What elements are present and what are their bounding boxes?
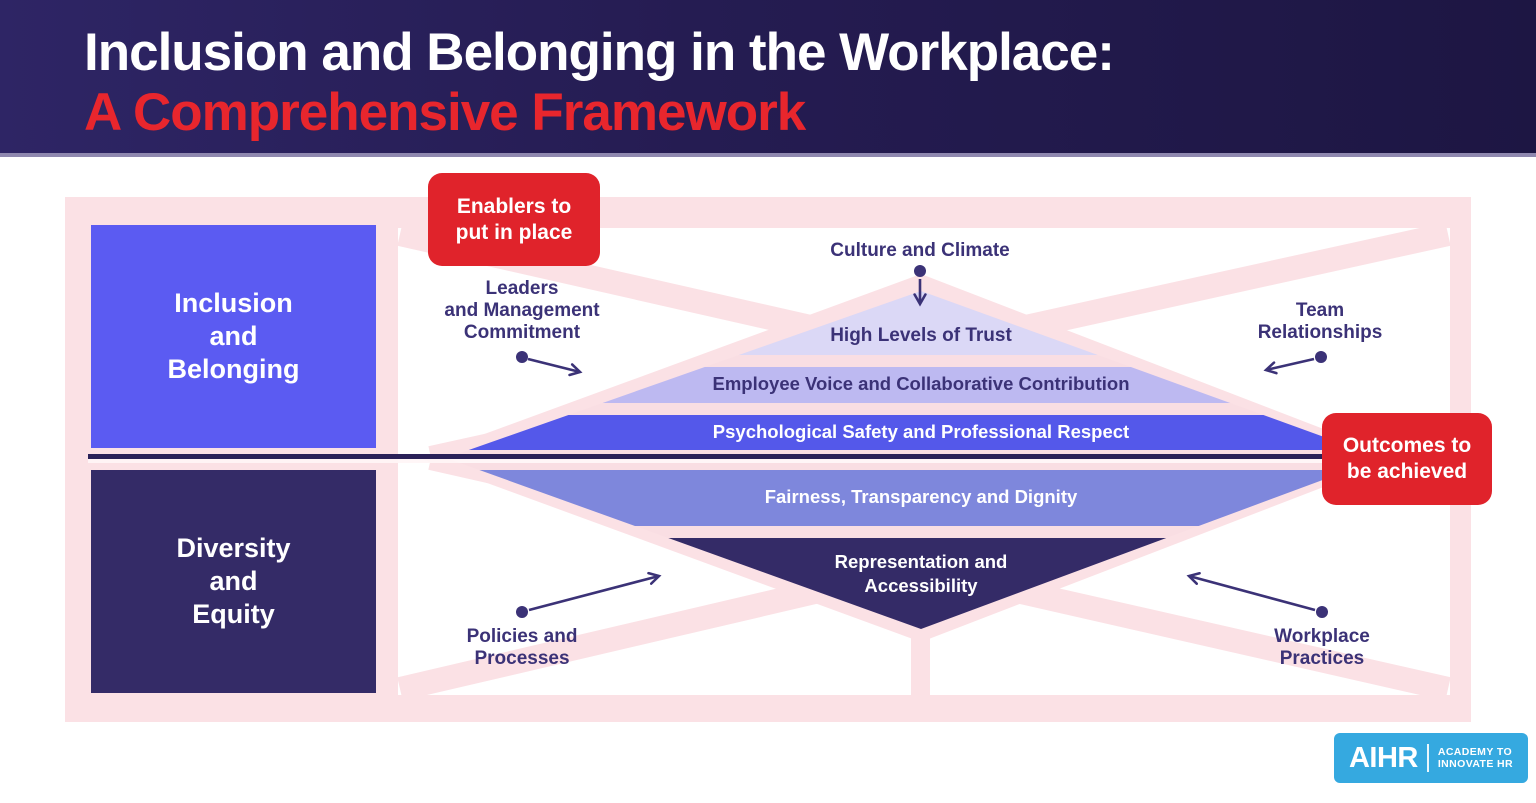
aihr-logo-tagline: ACADEMY TO INNOVATE HR [1438, 746, 1513, 770]
connectors [516, 265, 1328, 618]
diamond-band-safety [446, 415, 1382, 450]
policies-dot [516, 606, 528, 618]
workplace-arrow [1186, 571, 1316, 612]
policies-arrow [528, 571, 662, 612]
label-team-relationships: Team Relationships [1257, 300, 1383, 343]
aihr-logo-brand: AIHR [1348, 741, 1418, 774]
leaders-dot [516, 351, 528, 363]
aihr-logo-divider [1426, 744, 1429, 772]
workplace-dot [1316, 606, 1328, 618]
label-workplace-practices: Workplace Practices [1274, 626, 1370, 669]
divider-gap [88, 459, 1471, 463]
header-band: Inclusion and Belonging in the Workplace… [0, 0, 1536, 157]
label-high-levels-trust: High Levels of Trust [830, 325, 1012, 346]
aihr-tagline-line2: INNOVATE HR [1437, 758, 1514, 770]
leaders-arrow [527, 357, 583, 377]
label-employee-voice: Employee Voice and Collaborative Contrib… [712, 373, 1130, 394]
aihr-tagline-line1: ACADEMY TO [1437, 746, 1513, 758]
culture-dot [914, 265, 926, 277]
team-dot [1315, 351, 1327, 363]
callout-outcomes: Outcomes to be achieved [1322, 413, 1492, 505]
callout-enablers: Enablers to put in place [428, 173, 600, 266]
divider-line [88, 454, 1471, 459]
category-box-diversity-equity: Diversity and Equity [91, 470, 376, 693]
label-representation-accessibility: Representation and Accessibility [834, 551, 1008, 596]
page-title-line2: A Comprehensive Framework [84, 83, 806, 142]
label-fairness-dignity: Fairness, Transparency and Dignity [764, 486, 1078, 507]
label-psychological-safety: Psychological Safety and Professional Re… [712, 421, 1130, 442]
category-box-inclusion-belonging: Inclusion and Belonging [91, 225, 376, 448]
team-arrow [1263, 357, 1315, 375]
label-policies-processes: Policies and Processes [466, 626, 578, 669]
label-culture-climate: Culture and Climate [830, 240, 1010, 261]
page-title-line1: Inclusion and Belonging in the Workplace… [84, 23, 1115, 82]
label-leaders-commitment: Leaders and Management Commitment [444, 278, 600, 343]
aihr-logo: AIHR ACADEMY TO INNOVATE HR [1334, 733, 1528, 783]
